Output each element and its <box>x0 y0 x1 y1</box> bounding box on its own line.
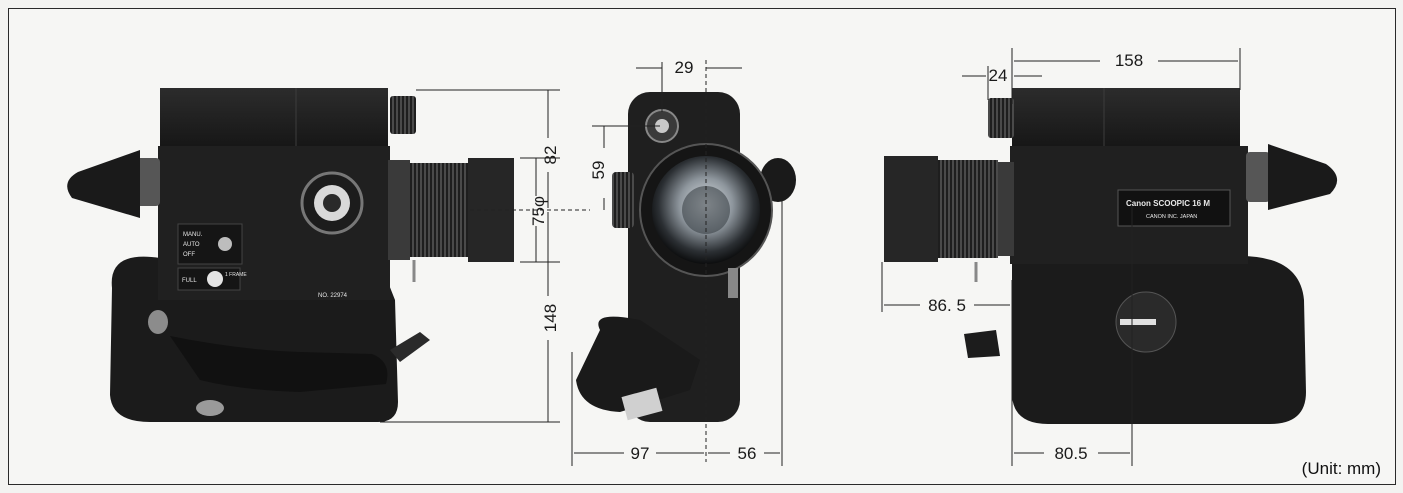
dimension-97: 97 <box>631 444 650 463</box>
dimension-82: 82 <box>541 146 560 165</box>
left-mode-off-label: OFF <box>183 252 195 258</box>
dimension-158: 158 <box>1115 51 1143 70</box>
right-top-housing <box>1012 88 1240 148</box>
right-lens-front <box>884 156 938 262</box>
right-nameplate <box>1117 189 1231 227</box>
right-top-knob <box>988 98 1014 138</box>
dimension-80-5: 80.5 <box>1054 444 1087 463</box>
right-maker-label: CANON INC. JAPAN <box>1146 214 1197 220</box>
left-eyepiece-ring <box>136 158 160 206</box>
right-brand-label: Canon SCOOPIC 16 M <box>1126 199 1210 208</box>
front-left-knob <box>612 172 634 228</box>
left-lens-zoom-ring <box>410 163 468 257</box>
dimension-148: 148 <box>541 304 560 332</box>
front-dimension-lines <box>571 60 783 466</box>
left-eyecup <box>67 150 140 218</box>
right-lens-mount <box>998 162 1014 256</box>
camera-left-view: MANU. AUTO OFF FULL 1 FRAME NO. 22974 <box>67 88 514 422</box>
left-mode-manu-label: MANU. <box>183 232 203 238</box>
dimension-86-5: 86. 5 <box>928 296 966 315</box>
left-serial-number: NO. 22974 <box>318 293 348 299</box>
right-eyecup <box>1268 144 1338 210</box>
camera-front-view <box>576 92 796 422</box>
dimension-24: 24 <box>989 66 1008 85</box>
camera-right-view: Canon SCOOPIC 16 M CANON INC. JAPAN <box>884 88 1338 424</box>
right-lens-zoom-ring <box>938 160 998 258</box>
left-mode-auto-label: AUTO <box>183 242 200 248</box>
dimension-75-dia: 75φ <box>529 196 548 226</box>
left-dimension-lines <box>380 89 590 423</box>
left-lens-mount <box>388 160 410 260</box>
left-top-housing <box>160 88 388 148</box>
right-eyepiece-ring <box>1246 152 1270 202</box>
right-dimension-lines <box>881 48 1241 466</box>
dimension-29: 29 <box>675 58 694 77</box>
left-run-frame-label: 1 FRAME <box>225 272 247 278</box>
dimension-59: 59 <box>589 161 608 180</box>
left-run-full-label: FULL <box>182 278 197 284</box>
unit-note: (Unit: mm) <box>1301 459 1381 478</box>
left-top-knob <box>390 96 416 134</box>
dimension-56: 56 <box>738 444 757 463</box>
front-hand-strap <box>576 316 700 412</box>
left-pistol-grip <box>170 336 388 392</box>
